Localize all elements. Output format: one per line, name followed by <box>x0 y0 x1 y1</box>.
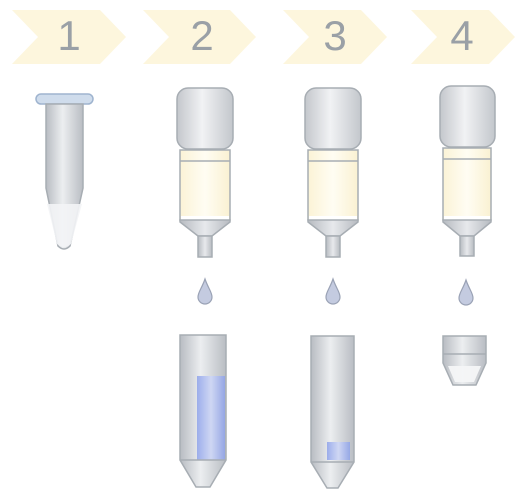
step-2-header: 2 <box>143 10 256 64</box>
spin-column-icon <box>176 87 234 258</box>
step-4-header: 4 <box>411 10 515 64</box>
column-nozzle <box>325 235 341 258</box>
elution-tube-sample <box>448 366 481 382</box>
droplet-icon <box>325 277 341 305</box>
column-frit <box>181 216 229 220</box>
column-cap <box>176 87 234 150</box>
chevron-arrow-icon <box>143 10 256 64</box>
step-3-header: 3 <box>283 10 387 64</box>
droplet-icon <box>458 278 474 306</box>
column-funnel <box>442 219 492 237</box>
step-2-number: 2 <box>190 12 213 59</box>
collection-tube-body <box>310 335 355 489</box>
elution-tube-icon <box>442 335 487 386</box>
collection-tube-liquid <box>327 442 350 460</box>
step-1-header: 1 <box>12 10 126 64</box>
column-frit <box>444 216 490 220</box>
microcentrifuge-tube-icon <box>35 93 94 250</box>
spin-column-icon <box>304 87 362 258</box>
tube-cap-ring <box>35 93 94 105</box>
droplet-icon <box>197 277 213 305</box>
collection-tube-liquid <box>197 376 225 460</box>
collection-tube-icon <box>310 335 355 489</box>
column-frit <box>309 216 357 220</box>
column-nozzle <box>197 235 213 258</box>
step-3-number: 3 <box>323 12 346 59</box>
column-cap <box>439 85 496 148</box>
column-nozzle <box>459 235 475 257</box>
collection-tube-icon <box>179 334 227 488</box>
column-funnel <box>179 219 231 237</box>
spin-column-icon <box>439 85 496 257</box>
chevron-arrow-icon <box>411 10 515 64</box>
column-cap <box>304 87 362 150</box>
tube-sample <box>47 204 82 247</box>
chevron-arrow-icon <box>283 10 387 64</box>
step-1-number: 1 <box>57 12 80 59</box>
column-funnel <box>307 219 359 237</box>
step-4-number: 4 <box>450 12 473 59</box>
column-body <box>442 147 492 221</box>
chevron-arrow-icon <box>12 10 126 64</box>
